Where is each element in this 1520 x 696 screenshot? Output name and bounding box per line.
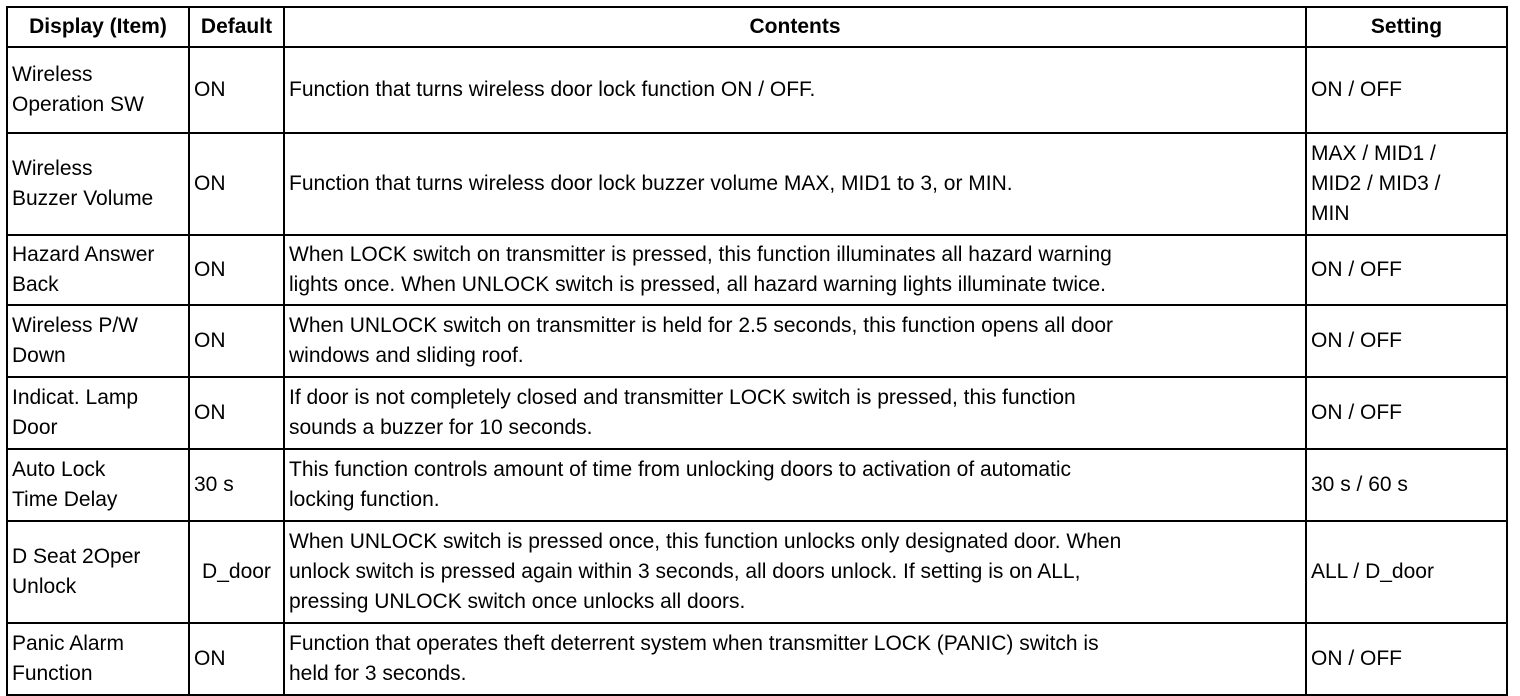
cell-default: ON — [188, 622, 285, 696]
cell-item: Auto Lock Time Delay — [6, 448, 190, 522]
cell-setting: ON / OFF — [1305, 234, 1508, 306]
header-default: Default — [188, 6, 285, 48]
line: MIN — [1311, 202, 1350, 225]
line: When UNLOCK switch is pressed once, this… — [289, 530, 1122, 553]
table-row: Indicat. Lamp Door ON If door is not com… — [6, 376, 1508, 450]
cell-default: ON — [188, 132, 285, 236]
header-contents: Contents — [283, 6, 1307, 48]
line: D Seat 2Oper — [12, 545, 141, 568]
line: Down — [12, 344, 66, 367]
cell-setting: MAX / MID1 / MID2 / MID3 / MIN — [1305, 132, 1508, 236]
cell-item: Wireless P/W Down — [6, 304, 190, 378]
cell-setting: ON / OFF — [1305, 376, 1508, 450]
line: ON / OFF — [1311, 329, 1402, 352]
header-item: Display (Item) — [6, 6, 190, 48]
line: Indicat. Lamp — [12, 386, 139, 409]
line: This function controls amount of time fr… — [289, 458, 1072, 481]
cell-contents: If door is not completely closed and tra… — [283, 376, 1307, 450]
line: Time Delay — [12, 488, 118, 511]
table-row: Wireless P/W Down ON When UNLOCK switch … — [6, 304, 1508, 378]
table-header: Display (Item) Default Contents Setting — [6, 6, 1508, 48]
line: locking function. — [289, 488, 440, 511]
line: held for 3 seconds. — [289, 662, 467, 685]
cell-contents: Function that operates theft deterrent s… — [283, 622, 1307, 696]
line: sounds a buzzer for 10 seconds. — [289, 416, 593, 439]
cell-default: ON — [188, 304, 285, 378]
line: MAX / MID1 / — [1311, 142, 1436, 165]
line: windows and sliding roof. — [289, 344, 524, 367]
header-setting: Setting — [1305, 6, 1508, 48]
line: lights once. When UNLOCK switch is press… — [289, 273, 1107, 296]
line: MID2 / MID3 / — [1311, 172, 1441, 195]
cell-item: Wireless Buzzer Volume — [6, 132, 190, 236]
cell-default: ON — [188, 376, 285, 450]
cell-item: Hazard Answer Back — [6, 234, 190, 306]
line: ON / OFF — [1311, 401, 1402, 424]
line: Wireless P/W — [12, 314, 138, 337]
cell-contents: When UNLOCK switch is pressed once, this… — [283, 520, 1307, 624]
table-row: Panic Alarm Function ON Function that op… — [6, 622, 1508, 696]
cell-setting: 30 s / 60 s — [1305, 448, 1508, 522]
cell-item: Panic Alarm Function — [6, 622, 190, 696]
cell-setting: ALL / D_door — [1305, 520, 1508, 624]
line: Function that turns wireless door lock f… — [289, 78, 816, 101]
line: Back — [12, 273, 59, 296]
line: Panic Alarm — [12, 632, 125, 655]
cell-item: Wireless Operation SW — [6, 46, 190, 134]
line: When UNLOCK switch on transmitter is hel… — [289, 314, 1114, 337]
line: ON / OFF — [1311, 78, 1402, 101]
cell-default: D_door — [188, 520, 285, 624]
cell-default: ON — [188, 46, 285, 134]
table-row: Auto Lock Time Delay 30 s This function … — [6, 448, 1508, 522]
line: Hazard Answer — [12, 243, 155, 266]
cell-item: Indicat. Lamp Door — [6, 376, 190, 450]
cell-default: ON — [188, 234, 285, 306]
header-row: Display (Item) Default Contents Setting — [6, 6, 1508, 48]
line: Function — [12, 662, 93, 685]
line: Wireless — [12, 63, 93, 86]
line: Operation SW — [12, 93, 144, 116]
cell-setting: ON / OFF — [1305, 304, 1508, 378]
line: pressing UNLOCK switch once unlocks all … — [289, 590, 746, 613]
cell-default: 30 s — [188, 448, 285, 522]
cell-contents: When UNLOCK switch on transmitter is hel… — [283, 304, 1307, 378]
settings-table: Display (Item) Default Contents Setting … — [6, 6, 1508, 696]
cell-contents: Function that turns wireless door lock f… — [283, 46, 1307, 134]
line: Door — [12, 416, 58, 439]
table-row: Hazard Answer Back ON When LOCK switch o… — [6, 234, 1508, 306]
line: ON / OFF — [1311, 258, 1402, 281]
line: unlock switch is pressed again within 3 … — [289, 560, 1081, 583]
cell-setting: ON / OFF — [1305, 46, 1508, 134]
line: Buzzer Volume — [12, 187, 154, 210]
line: 30 s / 60 s — [1311, 473, 1408, 496]
cell-contents: This function controls amount of time fr… — [283, 448, 1307, 522]
line: ON / OFF — [1311, 647, 1402, 670]
line: ALL / D_door — [1311, 560, 1434, 583]
line: If door is not completely closed and tra… — [289, 386, 1076, 409]
line: Wireless — [12, 157, 93, 180]
cell-contents: When LOCK switch on transmitter is press… — [283, 234, 1307, 306]
cell-setting: ON / OFF — [1305, 622, 1508, 696]
cell-contents: Function that turns wireless door lock b… — [283, 132, 1307, 236]
table-row: Wireless Operation SW ON Function that t… — [6, 46, 1508, 134]
table-row: Wireless Buzzer Volume ON Function that … — [6, 132, 1508, 236]
line: Auto Lock — [12, 458, 106, 481]
line: Unlock — [12, 575, 77, 598]
cell-item: D Seat 2Oper Unlock — [6, 520, 190, 624]
table-row: D Seat 2Oper Unlock D_door When UNLOCK s… — [6, 520, 1508, 624]
line: Function that operates theft deterrent s… — [289, 632, 1099, 655]
line: When LOCK switch on transmitter is press… — [289, 243, 1112, 266]
line: Function that turns wireless door lock b… — [289, 172, 1013, 195]
table-body: Wireless Operation SW ON Function that t… — [6, 46, 1508, 696]
